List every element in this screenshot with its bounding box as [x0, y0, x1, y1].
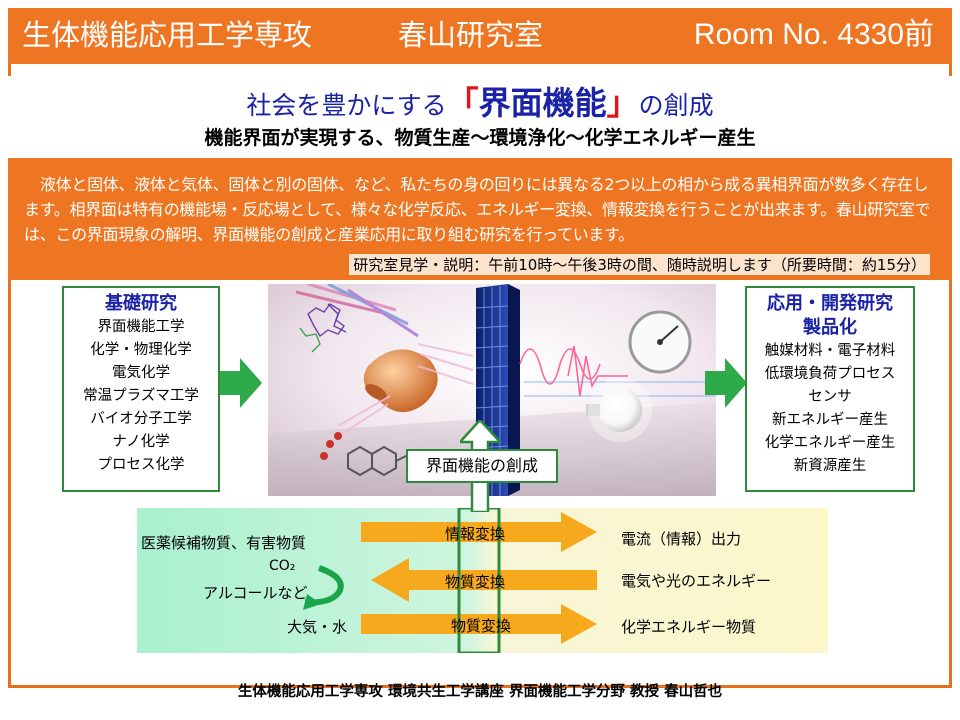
basic-research-item: 常温プラズマ工学 [83, 388, 199, 404]
headline-keyword: 界面機能 [478, 84, 607, 122]
conversion-label: 物質変換 [445, 573, 506, 591]
center-to-applied-arrow [705, 358, 747, 408]
headline-lead: 社会を豊かにする [246, 91, 447, 120]
substance-conversion-arrow-left [371, 558, 597, 602]
title-bar: 生体機能応用工学専攻 春山研究室 Room No. 4330前 [8, 8, 952, 64]
basic-research-box: 基礎研究 界面機能工学 化学・物理化学 電気化学 常温プラズマ工学 バイオ分子工… [62, 286, 220, 492]
basic-research-item: 電気化学 [112, 365, 170, 381]
headline-close-quote: 」 [606, 84, 639, 122]
visit-info: 研究室見学・説明：午前10時～午後3時の間、随時説明します（所要時間：約15分） [349, 254, 930, 275]
intro-box: 液体と固体、液体と気体、固体と別の固体、など、私たちの身の回りには異なる2つ以上… [8, 158, 952, 280]
applied-research-subtitle: 製品化 [803, 317, 857, 338]
headline-open-quote: 「 [446, 84, 479, 122]
conversion-diagram-svg [137, 508, 828, 653]
info-conversion-arrow [361, 512, 597, 552]
headline-box: 社会を豊かにする「界面機能」の創成 機能界面が実現する、物質生産～環境浄化～化学… [8, 76, 952, 158]
basic-research-item: 界面機能工学 [97, 319, 185, 335]
conversion-label: 情報変換 [445, 525, 506, 543]
department-name: 生体機能応用工学専攻 [22, 18, 313, 52]
headline-tail: の創成 [638, 91, 714, 120]
intro-text: 液体と固体、液体と気体、固体と別の固体、など、私たちの身の回りには異なる2つ以上… [24, 175, 931, 244]
input-label: CO₂ [269, 558, 296, 574]
center-interface-bar [457, 508, 501, 653]
headline: 社会を豊かにする「界面機能」の創成 [8, 86, 952, 123]
lab-name: 春山研究室 [398, 18, 544, 52]
applied-research-box: 応用・開発研究 製品化 触媒材料・電子材料 低環境負荷プロセス センサ 新エネル… [745, 286, 915, 492]
basic-research-item: ナノ化学 [112, 434, 170, 450]
footer: 生体機能応用工学専攻 環境共生工学講座 界面機能工学分野 教授 春山哲也 [237, 684, 723, 700]
center-label: 界面機能の創成 [425, 456, 538, 475]
basic-research-item: プロセス化学 [97, 457, 185, 473]
conversion-diagram: 医薬候補物質、有害物質 CO₂ アルコールなど 大気・水 情報変換 物質変換 物… [137, 508, 828, 653]
basic-research-item: バイオ分子工学 [90, 411, 192, 427]
conversion-label: 物質変換 [451, 617, 512, 635]
applied-research-item: 新エネルギー産生 [772, 412, 888, 428]
output-label: 電気や光のエネルギー [621, 572, 772, 590]
headline-subtitle: 機能界面が実現する、物質生産～環境浄化～化学エネルギー産生 [204, 127, 756, 149]
applied-research-item: 低環境負荷プロセス [764, 366, 896, 382]
basic-research-item: 化学・物理化学 [90, 342, 192, 358]
applied-research-item: 化学エネルギー産生 [764, 435, 896, 451]
input-label: 大気・水 [287, 618, 348, 636]
output-label: 化学エネルギー物質 [621, 618, 757, 636]
applied-research-title: 応用・開発研究 [767, 293, 893, 314]
center-label-box: 界面機能の創成 [406, 449, 558, 483]
output-label: 電流（情報）出力 [621, 530, 742, 548]
input-label: 医薬候補物質、有害物質 [141, 534, 307, 552]
applied-research-item: 新資源産生 [793, 458, 867, 474]
basic-to-center-arrow [220, 358, 262, 408]
substance-conversion-arrow-right [361, 604, 597, 644]
room-number: Room No. 4330前 [693, 18, 934, 51]
applied-research-item: 触媒材料・電子材料 [764, 343, 896, 359]
co2-cycle-arrow [304, 565, 344, 606]
basic-research-title: 基礎研究 [105, 293, 177, 314]
input-label: アルコールなど [203, 584, 308, 602]
applied-research-item: センサ [808, 389, 852, 405]
